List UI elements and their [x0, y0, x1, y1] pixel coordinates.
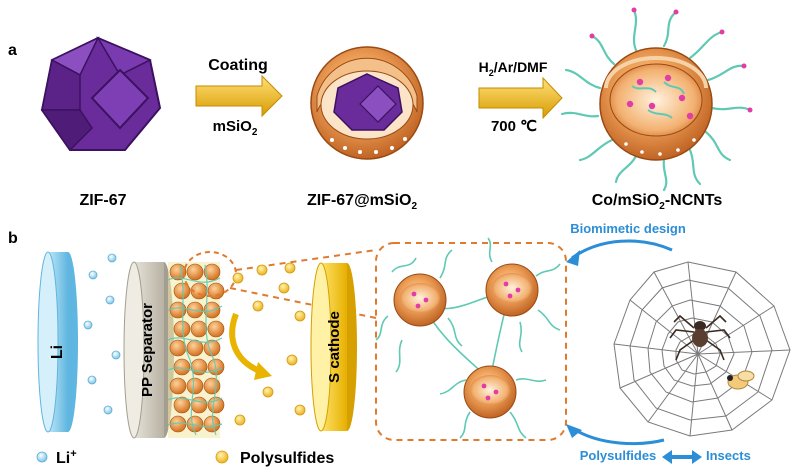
coating-bead	[207, 320, 225, 338]
spider-web	[613, 261, 791, 437]
panel-a-label: a	[8, 42, 17, 59]
pyrolysis-arrow	[478, 76, 563, 120]
co-msio2-ncnts-sphere	[560, 7, 753, 192]
coating-bead	[173, 320, 191, 338]
s-cathode	[310, 262, 357, 432]
coating-label: Coating	[208, 57, 268, 74]
coating-bead	[173, 396, 191, 414]
polysulfides-legend-label: Polysulfides	[240, 450, 334, 467]
coating-arrow	[195, 74, 283, 118]
s-cathode-label: S cathode	[326, 311, 343, 383]
li-anode	[37, 251, 78, 433]
coating-bead	[203, 377, 221, 395]
co-msio2-ncnts-caption: Co/mSiO2-NCNTs	[592, 192, 723, 212]
coating-bead	[190, 320, 208, 338]
h2-ar-dmf-label: H2/Ar/DMF	[479, 59, 548, 78]
zoomed-network-box	[375, 242, 567, 441]
coating-bead	[186, 263, 204, 281]
coating-bead	[173, 358, 191, 376]
coating-bead	[207, 396, 225, 414]
zif67-msio2-caption: ZIF-67@mSiO2	[307, 192, 418, 212]
coating-bead	[169, 377, 187, 395]
coating-bead	[203, 263, 221, 281]
li-ion-legend-label: Li+	[56, 448, 77, 467]
spider-icon	[669, 314, 731, 361]
li-ions	[83, 253, 121, 415]
biomimetic-design-label: Biomimetic design	[570, 221, 686, 236]
polysulfide-legend-icon	[215, 450, 229, 464]
polysulfide-particles	[232, 262, 306, 426]
network-sphere-3	[463, 365, 517, 419]
zif67-caption: ZIF-67	[79, 192, 126, 209]
lower-link-arrow	[571, 426, 665, 446]
network-sphere-1	[393, 273, 447, 327]
coating-bead	[186, 339, 204, 357]
insects-label: Insects	[706, 448, 751, 463]
zif67-polyhedron	[40, 36, 162, 152]
coating-bead	[190, 396, 208, 414]
zoom-line-top	[235, 249, 377, 271]
polysulfides-analogy-label: Polysulfides	[580, 448, 657, 463]
temperature-label: 700 ℃	[491, 118, 537, 135]
insect-icon	[727, 370, 755, 390]
coating-bead	[203, 415, 221, 433]
network-sphere-2	[485, 263, 539, 317]
coating-bead	[169, 339, 187, 357]
ncnt-coating-layer	[167, 262, 225, 438]
coating-bead	[186, 377, 204, 395]
coating-bead	[169, 301, 187, 319]
li-anode-label: Li	[49, 345, 66, 359]
nanotube-network	[375, 237, 561, 439]
double-arrow-icon	[662, 450, 702, 464]
panel-b-label: b	[8, 230, 18, 247]
legend: Li+ Polysulfides	[36, 448, 334, 467]
shuttle-curved-arrow	[229, 312, 264, 375]
li-ion-legend-icon	[36, 451, 48, 463]
pp-separator-label: PP Separator	[139, 303, 156, 397]
biomimetic-arrow	[571, 239, 673, 260]
zif67-msio2-sphere	[310, 46, 424, 160]
msio2-label: mSiO2	[213, 118, 258, 138]
